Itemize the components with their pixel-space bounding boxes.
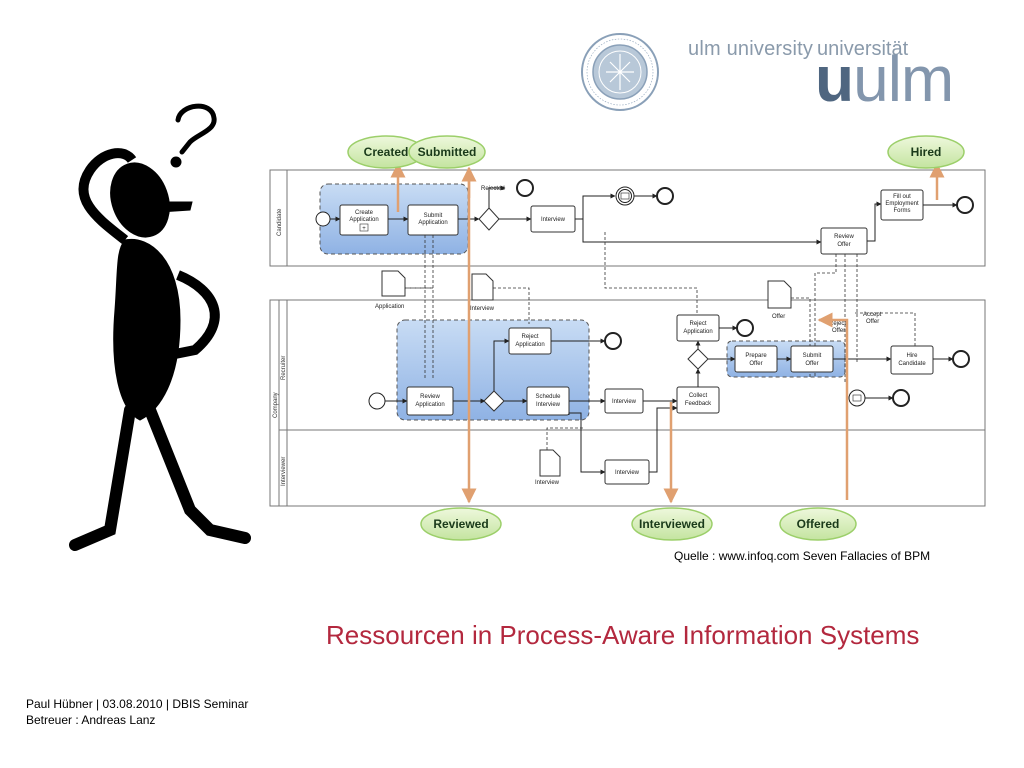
- end-event-rejected-2: [604, 332, 622, 350]
- task-review-application: Review Application: [406, 386, 454, 416]
- end-event-rejected-3: [736, 319, 754, 337]
- svg-text:Application: Application: [418, 220, 447, 226]
- task-submit-application: Submit Application: [407, 204, 459, 236]
- end-event-hire: [952, 350, 970, 368]
- svg-text:Application: Application: [349, 217, 378, 223]
- end-event-hired: [956, 196, 974, 214]
- pool-candidate-label: Candidate: [277, 208, 283, 236]
- gateway-review: [483, 390, 505, 412]
- gateway-candidate: [478, 207, 500, 231]
- task-reject-application: Reject Application: [508, 327, 552, 355]
- task-review-offer: Review Offer: [820, 227, 868, 255]
- svg-text:Application: Application: [375, 304, 404, 310]
- university-seal-logo: [581, 33, 659, 111]
- bpmn-process-diagram: Candidate Company Recruiter Interviewer …: [269, 135, 986, 541]
- logo-wordmark-rest: ulm: [853, 43, 954, 115]
- svg-text:Application: Application: [415, 402, 444, 408]
- svg-text:Candidate: Candidate: [898, 361, 926, 367]
- label-rejected: Rejected: [481, 186, 505, 192]
- lane-interviewer-label: Interviewer: [281, 457, 287, 486]
- document-application: Application: [375, 270, 406, 310]
- svg-text:Forms: Forms: [894, 208, 911, 214]
- svg-text:Review: Review: [834, 234, 854, 240]
- svg-text:Review: Review: [420, 394, 440, 400]
- svg-text:Reviewed: Reviewed: [433, 517, 488, 531]
- svg-text:Fill out: Fill out: [893, 194, 911, 200]
- state-hired: Hired: [887, 135, 965, 169]
- svg-text:Interview: Interview: [615, 470, 640, 476]
- svg-text:Reject: Reject: [689, 321, 706, 327]
- slide-title: Ressourcen in Process-Aware Information …: [326, 620, 920, 650]
- svg-text:Employment: Employment: [885, 201, 919, 207]
- task-hire-candidate: Hire Candidate: [890, 345, 934, 375]
- svg-text:Application: Application: [515, 342, 544, 348]
- state-interviewed: Interviewed: [631, 507, 713, 541]
- svg-text:Collect: Collect: [689, 393, 708, 399]
- document-interview-2: Interview: [535, 449, 561, 486]
- svg-text:Schedule: Schedule: [535, 394, 561, 400]
- task-interview-candidate: Interview: [530, 205, 576, 233]
- pool-company-label: Company: [273, 392, 279, 418]
- svg-text:Submit: Submit: [424, 213, 443, 219]
- state-transition-arrows: [390, 162, 945, 504]
- task-collect-feedback: Collect Feedback: [676, 386, 720, 414]
- source-citation: Quelle : www.infoq.com Seven Fallacies o…: [674, 549, 931, 563]
- svg-text:Reject: Reject: [521, 334, 538, 340]
- stick-figure: [69, 148, 251, 551]
- task-interview-recruiter: Interview: [604, 388, 644, 414]
- svg-text:Hire: Hire: [906, 353, 918, 359]
- state-offered: Offered: [779, 507, 857, 541]
- svg-text:Interviewed: Interviewed: [639, 517, 705, 531]
- logo-wordmark: uulm: [815, 43, 954, 115]
- state-submitted: Submitted: [408, 135, 486, 169]
- svg-text:+: +: [362, 226, 366, 232]
- thinking-figure-clipart: [69, 103, 251, 551]
- svg-text:Interview: Interview: [536, 402, 561, 408]
- svg-text:Prepare: Prepare: [745, 353, 767, 359]
- end-event-candidate-1: [656, 187, 674, 205]
- document-interview: Interview: [470, 273, 495, 312]
- svg-text:Created: Created: [364, 145, 409, 159]
- footer-author-date: Paul Hübner | 03.08.2010 | DBIS Seminar: [26, 697, 249, 711]
- svg-text:Offer: Offer: [837, 242, 850, 248]
- task-fill-employment-forms: Fill out Employment Forms: [880, 189, 924, 221]
- logo-text-english: ulm university: [688, 38, 814, 60]
- svg-text:Interview: Interview: [612, 399, 637, 405]
- svg-text:Interview: Interview: [541, 217, 566, 223]
- question-mark-icon: [170, 103, 217, 168]
- footer-supervisor: Betreuer : Andreas Lanz: [26, 713, 156, 727]
- svg-text:Offered: Offered: [797, 517, 840, 531]
- label-accept-offer-1: Accept: [863, 312, 882, 318]
- label-accept-offer-2: Offer: [866, 319, 879, 325]
- svg-text:Hired: Hired: [911, 145, 942, 159]
- svg-text:Offer: Offer: [772, 314, 785, 320]
- logo-text-german: universität: [817, 38, 909, 60]
- task-create-application: Create Application +: [339, 204, 389, 236]
- gateway-feedback: [687, 348, 709, 370]
- svg-text:Feedback: Feedback: [685, 401, 712, 407]
- task-submit-offer: Submit Offer: [790, 345, 834, 373]
- task-reject-application-b: Reject Application: [676, 314, 720, 342]
- svg-text:Create: Create: [355, 210, 374, 216]
- svg-text:Interview: Interview: [470, 306, 495, 312]
- label-reject-offer-2: Offer: [832, 328, 845, 334]
- svg-text:Interview: Interview: [535, 480, 560, 486]
- task-schedule-interview: Schedule Interview: [526, 386, 570, 416]
- end-event-rejected: [516, 179, 534, 197]
- svg-text:Offer: Offer: [805, 361, 818, 367]
- logo-wordmark-bold: u: [815, 43, 854, 115]
- lane-recruiter-label: Recruiter: [281, 356, 287, 380]
- svg-text:Submitted: Submitted: [418, 145, 477, 159]
- state-reviewed: Reviewed: [420, 507, 502, 541]
- start-event-recruiter: [368, 392, 386, 410]
- svg-text:Application: Application: [683, 329, 712, 335]
- task-interview-interviewer: Interview: [604, 459, 650, 485]
- start-event-candidate: [315, 211, 331, 227]
- end-event-offer-declined: [892, 389, 910, 407]
- svg-text:Submit: Submit: [803, 353, 822, 359]
- task-prepare-offer: Prepare Offer: [734, 345, 778, 373]
- label-reject-offer-1: Reject: [829, 321, 846, 327]
- svg-text:Offer: Offer: [749, 361, 762, 367]
